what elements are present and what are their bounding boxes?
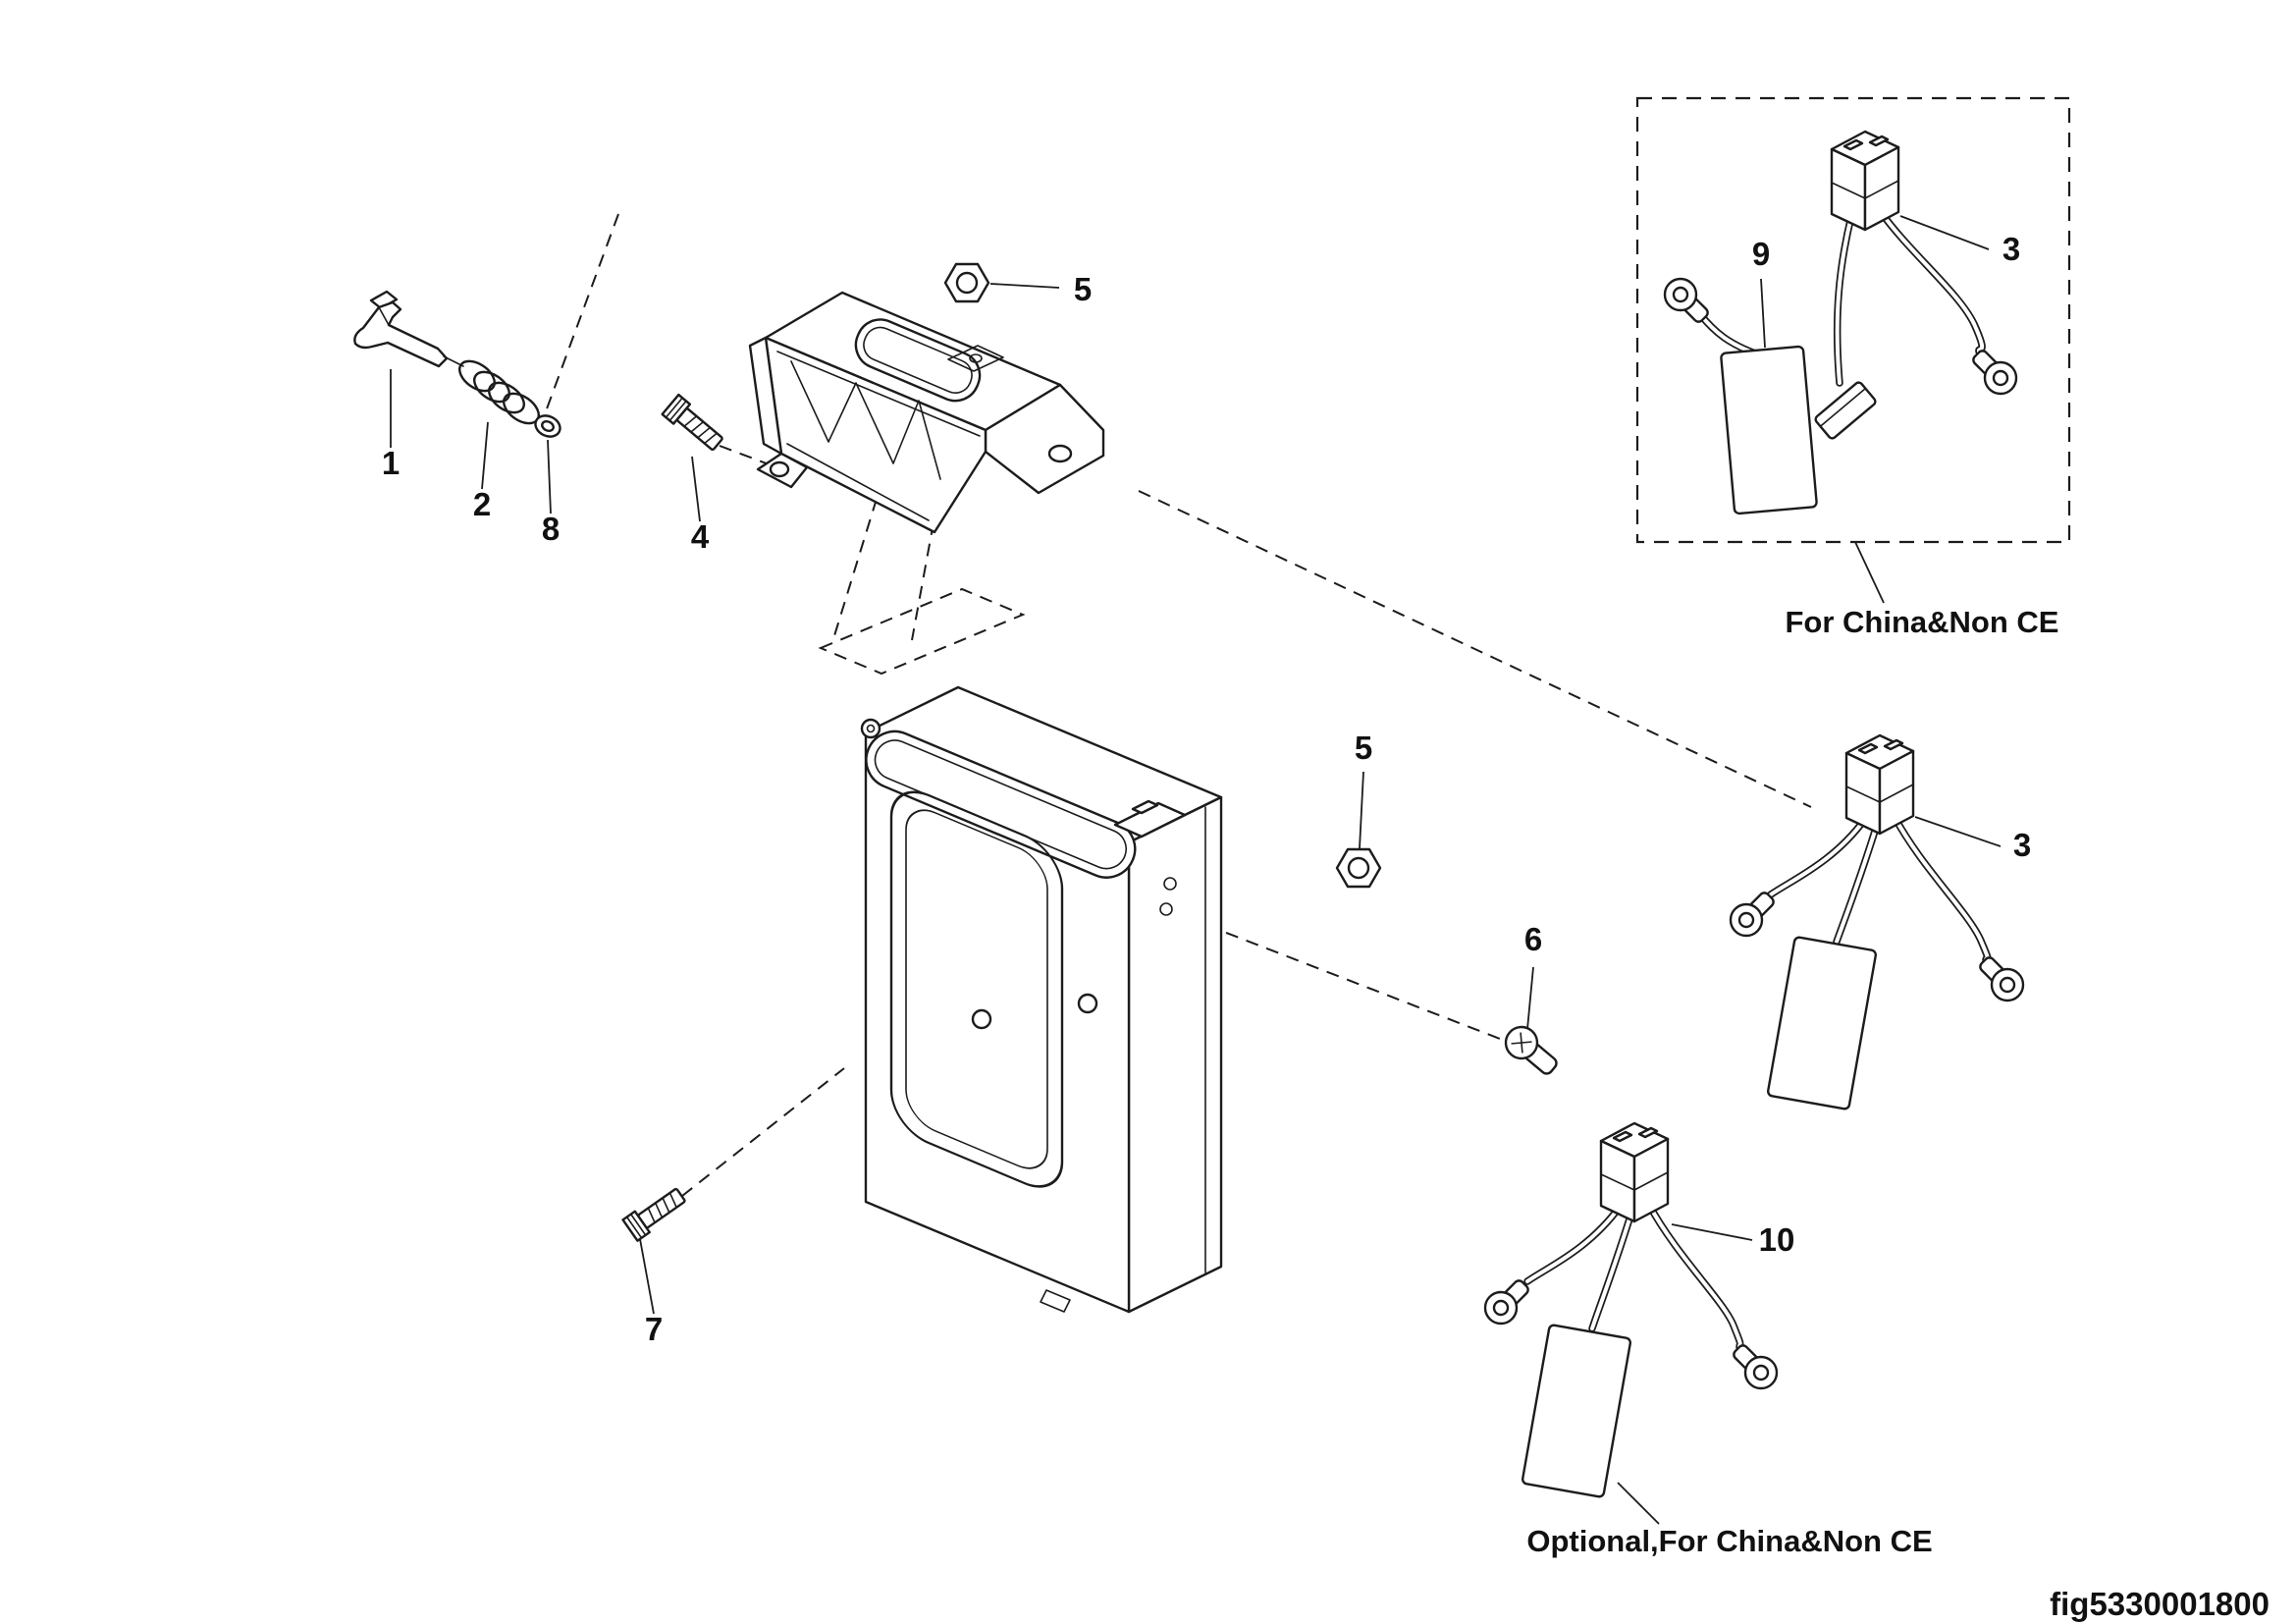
part-1-retainer: [353, 290, 464, 368]
callout-10: 10: [1759, 1221, 1795, 1258]
callout-7: 7: [645, 1311, 663, 1347]
figure-id: fig5330001800: [2050, 1586, 2269, 1622]
leader-5-top: [989, 283, 1060, 289]
ring-terminal: [1725, 1336, 1785, 1396]
callout-1: 1: [382, 445, 400, 481]
leader-8: [547, 439, 552, 514]
align-line: [681, 1067, 845, 1197]
battery-connector: [1599, 1121, 1670, 1223]
carry-handle: [865, 730, 1137, 879]
ring-terminal: [1964, 342, 2024, 402]
screw-hole: [1077, 993, 1098, 1014]
part-8-washer: [534, 414, 561, 438]
leader-7: [639, 1238, 655, 1315]
axis-line: [541, 213, 619, 423]
resistor-pad: [1521, 1323, 1632, 1499]
caption-china-non-ce: For China&Non CE: [1786, 605, 2059, 639]
resistor-pad: [1766, 935, 1878, 1111]
callout-labels: 1 2 8 4 5 5 6 7 9 3 3 10: [382, 231, 2031, 1347]
leader-3-top: [1899, 215, 1990, 250]
sensor-part9: [1657, 271, 1819, 515]
assembly-part10-optional: [1477, 1121, 1785, 1499]
align-line: [831, 498, 878, 643]
front-groove: [889, 790, 1064, 1188]
align-line: [1185, 916, 1501, 1040]
align-line: [911, 521, 934, 641]
caption-optional-china-non-ce: Optional,For China&Non CE: [1526, 1524, 1932, 1558]
part-4-bolt: [661, 393, 727, 456]
callout-leaders: [390, 215, 2002, 1525]
spade-terminal: [1814, 381, 1877, 440]
part-5-nut-mid: [1335, 847, 1382, 889]
battery-connector: [1844, 733, 1915, 836]
screw-hole: [971, 1008, 992, 1030]
align-line: [1138, 490, 1812, 808]
callout-4: 4: [691, 518, 710, 555]
leader-10: [1671, 1223, 1753, 1241]
callout-5-mid: 5: [1355, 730, 1372, 766]
mounting-bracket: [748, 291, 1105, 534]
bolt-hole: [1047, 444, 1073, 463]
hidden-mount-outline: [818, 587, 1026, 676]
battery-connector: [1830, 130, 1900, 232]
leader-4: [691, 456, 701, 522]
leader-9: [1760, 278, 1766, 349]
leader-optional-caption: [1617, 1482, 1660, 1525]
main-unit: [860, 685, 1223, 1314]
callout-9: 9: [1752, 236, 1770, 272]
part-2-spring: [458, 359, 540, 425]
leader-5-mid: [1359, 771, 1364, 849]
part-6-screw: [1504, 1025, 1558, 1075]
leader-2: [481, 421, 489, 490]
callout-3-top: 3: [2002, 231, 2020, 267]
handle-opening: [854, 318, 982, 403]
hinge-boss: [860, 718, 881, 739]
ring-terminal: [1971, 948, 2031, 1008]
assembly-part3-china: [1657, 130, 2024, 515]
callout-8: 8: [542, 511, 560, 547]
assembly-part3-standard: [1723, 733, 2031, 1111]
bolt-hole: [769, 460, 790, 478]
resistor-pad: [1719, 345, 1819, 515]
leader-china-caption: [1854, 541, 1885, 604]
construction-lines: [541, 213, 1812, 1197]
part-7-bolt: [621, 1183, 690, 1242]
part-5-nut-top: [943, 262, 990, 303]
callout-3-mid: 3: [2013, 827, 2031, 863]
align-line: [719, 445, 773, 466]
leader-6: [1526, 966, 1534, 1030]
china-region-box: [1635, 96, 2071, 544]
callout-2: 2: [473, 486, 491, 522]
leader-3-mid: [1914, 816, 2002, 847]
callout-6: 6: [1524, 921, 1542, 957]
callout-5-top: 5: [1074, 271, 1092, 307]
